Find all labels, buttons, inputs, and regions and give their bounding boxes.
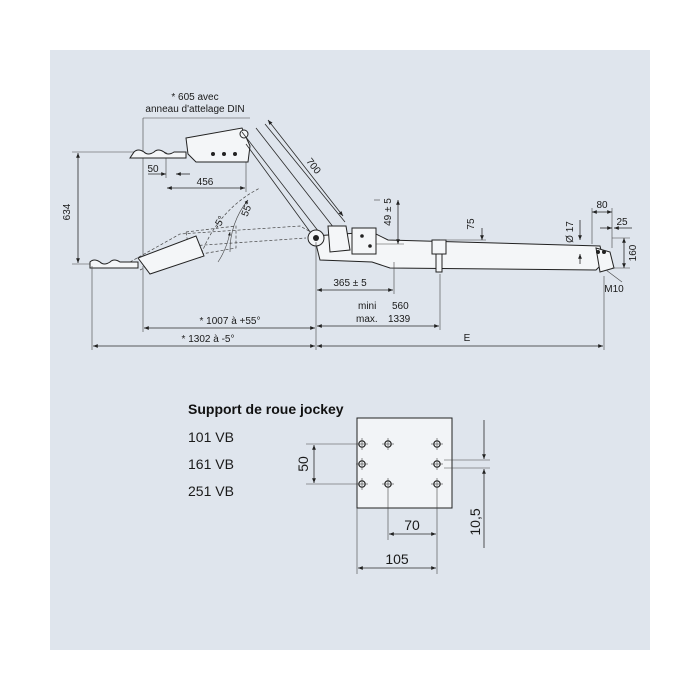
dim-80-label: 80 (596, 200, 608, 211)
drawbar-drawing: * 605 avec anneau d'attelage DIN 634 50 … (62, 92, 639, 350)
dim-634-label: 634 (62, 203, 73, 220)
drawing-panel (50, 50, 650, 650)
support-dim-10-5: 10,5 (467, 508, 483, 535)
dim-700-label: 700 (303, 156, 322, 176)
dim-365-label: 365 ± 5 (333, 278, 367, 289)
model-161vb: 161 VB (188, 456, 234, 472)
mounting-holes (356, 438, 443, 490)
dim-m10-label: M10 (604, 284, 624, 295)
model-251vb: 251 VB (188, 483, 234, 499)
max-label: max. (356, 314, 378, 325)
angle-55-label: 55° (240, 200, 256, 218)
dim-e-label: E (464, 333, 471, 344)
dim-75-label: 75 (466, 218, 477, 230)
dim-1007-label: * 1007 à +55° (200, 316, 261, 327)
jockey-support-block: Support de roue jockey 101 VB 161 VB 251… (188, 401, 490, 574)
support-dim-50: 50 (295, 456, 311, 472)
support-plate (356, 417, 453, 509)
dim-456-label: 456 (197, 177, 214, 188)
max-value: 1339 (388, 314, 411, 325)
dim-25-label: 25 (616, 217, 628, 228)
note-line-2: anneau d'attelage DIN (145, 104, 244, 115)
dim-49-label: 49 ± 5 (383, 198, 394, 226)
support-dim-70: 70 (404, 517, 420, 533)
dim-50-label: 50 (147, 164, 159, 175)
dim-1302-label: * 1302 à -5° (182, 334, 235, 345)
dim-17-label: Ø 17 (565, 221, 576, 243)
mini-label: mini (358, 301, 376, 312)
support-title: Support de roue jockey (188, 401, 344, 417)
note-line-1: * 605 avec (171, 92, 218, 103)
dim-160-label: 160 (628, 244, 639, 261)
support-dim-105: 105 (385, 551, 409, 567)
model-101vb: 101 VB (188, 429, 234, 445)
mini-value: 560 (392, 301, 409, 312)
